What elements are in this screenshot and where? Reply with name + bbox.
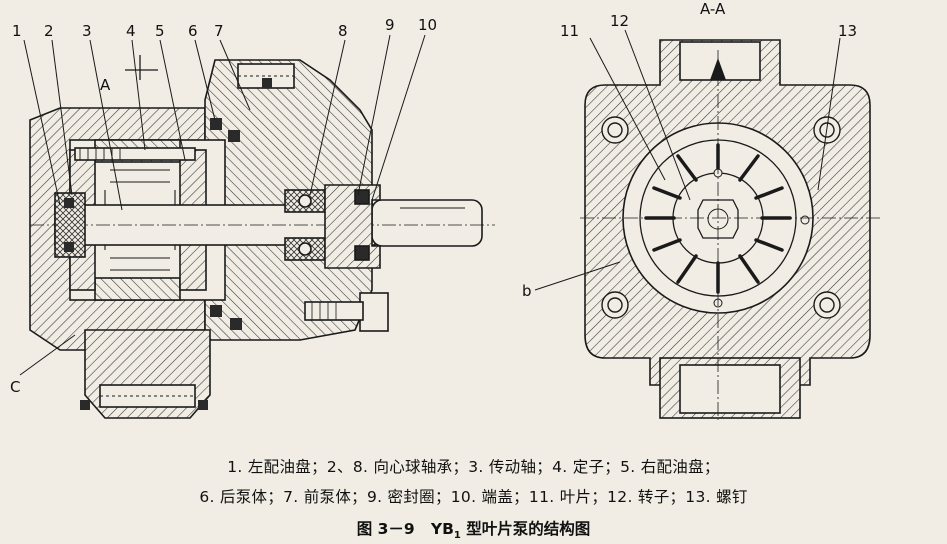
caption-model-subscript: 1 [453,530,461,542]
label-b: b [522,282,532,300]
cross-section-view [580,39,880,420]
flow-arrow-icon [710,58,726,80]
caption-model: YB [430,520,454,538]
callout-5: 5 [155,22,165,40]
section-marker-a: A [100,76,111,94]
top-screw [74,147,196,161]
caption-text: 型叶片泵的结构图 [466,520,591,538]
legend-line-1: 1. 左配油盘；2、8. 向心球轴承；3. 传动轴；4. 定子；5. 右配油盘； [227,458,720,476]
callout-9: 9 [385,16,395,34]
leader-lines-right [534,29,841,291]
callout-10: 10 [418,16,437,34]
legend-line-2: 6. 后泵体；7. 前泵体；9. 密封圈；10. 端盖；11. 叶片；12. 转… [199,488,748,506]
callout-3: 3 [82,22,92,40]
end-cover [324,184,381,269]
callout-11: 11 [560,22,579,40]
bottom-bolt-shank [304,301,364,321]
bolt-holes [601,116,841,319]
figure-caption: 图 3－9 YB1 型叶片泵的结构图 [0,517,947,541]
seal-ring [354,189,370,205]
callout-2: 2 [44,22,54,40]
leader-lines-left [19,34,426,376]
callout-7: 7 [214,22,224,40]
callout-4: 4 [126,22,136,40]
longitudinal-section-view [29,55,495,419]
shaft-extension [371,199,483,247]
bottom-bolt-head [359,292,389,332]
callout-1: 1 [12,22,22,40]
callout-labels-right: 11 12 13 A-A b [522,0,857,300]
caption-number: 图 3－9 [356,520,415,538]
callout-12: 12 [610,12,629,30]
callout-6: 6 [188,22,198,40]
callout-13: 13 [838,22,857,40]
o-rings [64,78,272,410]
label-c: C [10,378,20,396]
callout-8: 8 [338,22,348,40]
section-marker-aa: A-A [700,0,726,18]
callout-labels-left: 1 2 3 4 5 6 7 8 9 10 A C [10,16,437,396]
